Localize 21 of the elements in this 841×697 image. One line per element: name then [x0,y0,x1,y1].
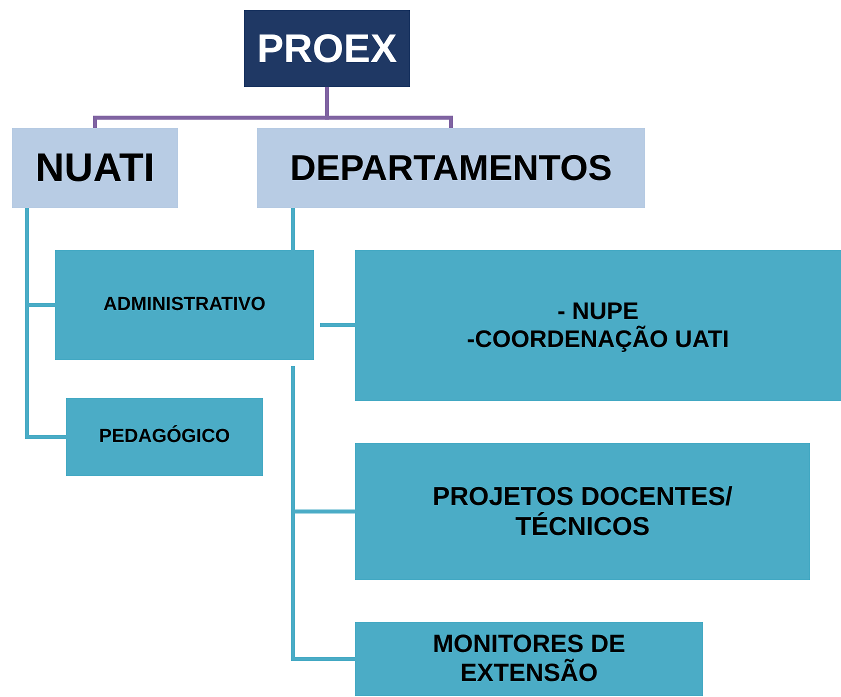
org-box [355,443,810,580]
org-box [55,250,314,360]
box-label: PROEX [256,26,398,72]
box-label: ADMINISTRATIVO [103,294,266,316]
box-label: -COORDENAÇÃO UATI [466,326,730,354]
org-box [355,622,703,696]
connector-line [320,323,355,327]
connector-line [325,87,453,128]
org-box [12,128,178,208]
box-label: PROJETOS DOCENTES/ TÉCNICOS [431,482,734,542]
org-box [66,398,263,476]
box-label: PEDAGÓGICO [99,426,230,448]
box-label: NUATI [35,145,155,191]
box-label: - NUPE [557,298,639,326]
connector-line [291,208,295,250]
connector-line [291,366,355,661]
org-box [257,128,645,208]
org-box [355,250,841,401]
box-label: MONITORES DE EXTENSÃO [432,630,626,688]
box-label: DEPARTAMENTOS [290,147,612,189]
title-box [244,10,410,87]
